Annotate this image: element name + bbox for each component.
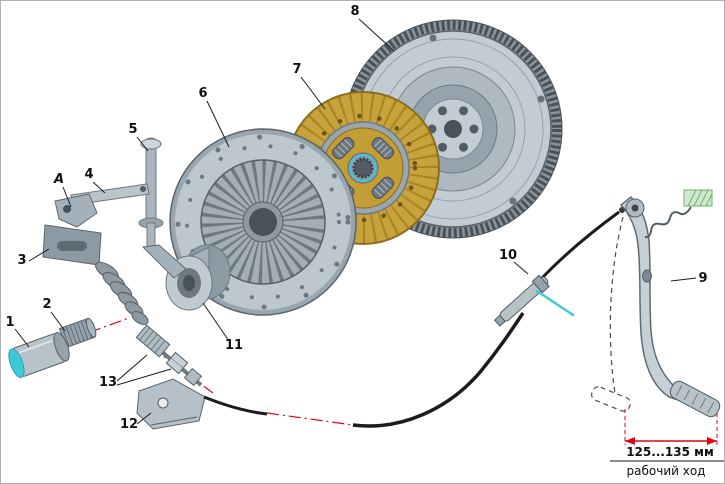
callout-3: 3 [17,253,26,268]
cable-bracket-12 [136,378,206,430]
release-bearing [165,244,231,311]
stroke-caption: рабочий ход [627,464,706,478]
callout-5: 5 [128,122,137,137]
callout-A: A [53,172,64,187]
callout-10: 10 [499,248,517,263]
pedal-spring [644,206,692,239]
dimension-label: 125...135 мм [626,445,714,459]
callout-2: 2 [42,297,51,312]
callout-1: 1 [5,315,14,330]
boot [95,261,149,325]
pedal-travel-ghost [591,216,631,412]
callout-13: 13 [99,375,117,390]
cable-inner-wire [535,289,575,317]
callouts: 8 7 6 5 4 A 3 2 1 13 12 11 10 9 [5,4,707,432]
callout-4: 4 [84,167,93,182]
callout-6: 6 [198,86,207,101]
lever-a [54,193,98,228]
damper-spring-window [332,137,355,160]
clutch-cable [203,207,625,428]
callout-7: 7 [292,62,301,77]
callout-8: 8 [350,4,359,19]
wall-support [683,189,713,207]
callout-12: 12 [120,417,138,432]
release-fork-pin [138,137,187,279]
bracket-3 [42,224,107,273]
damper-spring-window [371,176,394,199]
damper-spring-window [371,137,394,160]
cylinder-1 [8,332,70,378]
pedal [619,195,721,418]
callout-9: 9 [698,271,707,286]
adjuster-13 [135,324,203,387]
dimension: 125...135 мм рабочий ход [610,409,724,478]
leader-lines [14,18,697,425]
callout-11: 11 [225,338,243,353]
cable-adjuster-10 [493,274,550,327]
